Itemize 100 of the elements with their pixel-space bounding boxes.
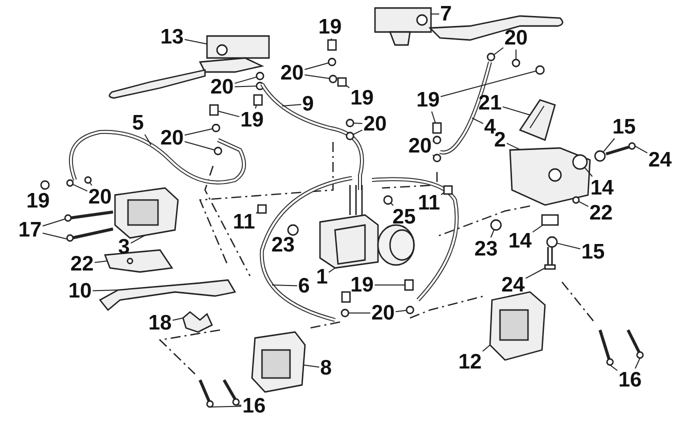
washer [486, 52, 496, 62]
leader-line [184, 141, 216, 150]
callout-number: 19 [416, 90, 440, 110]
callout-number: 15 [581, 242, 605, 262]
bracket-drawing [518, 99, 556, 141]
callout-number: 14 [590, 178, 614, 198]
callout-number: 20 [88, 186, 112, 208]
hose-clip [443, 185, 453, 195]
leader-line [472, 118, 484, 124]
washer [66, 179, 74, 187]
callout-number: 11 [232, 212, 256, 232]
washer [328, 74, 338, 84]
leader-line [532, 224, 544, 233]
leader-line [610, 364, 618, 371]
banjo-bolt [327, 39, 337, 51]
callout-number: 21 [478, 92, 502, 114]
bolt [222, 379, 240, 406]
callout-number: 6 [298, 276, 310, 296]
leader-line [578, 200, 589, 207]
callout-number: 24 [501, 274, 525, 296]
callout-number: 24 [648, 150, 672, 170]
master-cylinder-drawing [374, 7, 564, 46]
callout-number: 19 [350, 274, 374, 296]
leader-line [352, 130, 363, 135]
washer [212, 124, 220, 132]
washer [546, 236, 558, 248]
brake-caliper-drawing [489, 291, 546, 361]
callout-number: 22 [589, 202, 613, 224]
banjo-bolt [404, 279, 414, 291]
leader-line [218, 110, 240, 118]
callout-number: 20 [210, 76, 234, 98]
leader-line [634, 146, 648, 154]
leader-line [431, 111, 436, 124]
callout-number: 20 [280, 62, 304, 84]
callout-number: 16 [242, 396, 266, 416]
leader-line [92, 290, 118, 292]
leader-line [348, 312, 371, 314]
callout-number: 15 [612, 116, 636, 138]
callout-number: 5 [132, 112, 144, 134]
leader-line [482, 344, 490, 352]
bolt [626, 329, 644, 359]
callout-number: 20 [408, 136, 432, 156]
nut [490, 219, 502, 231]
callout-number: 13 [160, 26, 184, 48]
washer [406, 306, 414, 314]
leader-line [506, 142, 520, 150]
leader-line [353, 122, 363, 124]
leader-line [144, 134, 152, 146]
callout-number: 18 [148, 312, 172, 334]
leader-line [94, 260, 108, 263]
bolt [606, 142, 636, 156]
leader-line [390, 202, 394, 206]
washer [432, 136, 442, 144]
callout-number: 7 [440, 4, 452, 24]
brake-hose [260, 176, 352, 322]
nut [337, 77, 347, 87]
callout-number: 12 [458, 352, 482, 372]
leader-line [328, 268, 336, 273]
callout-number: 22 [70, 254, 94, 274]
hose-clip [257, 204, 267, 214]
callout-number: 20 [363, 114, 387, 134]
leader-line [440, 70, 537, 98]
leader-line [525, 268, 546, 279]
leader-line [254, 104, 257, 109]
callout-number: 9 [302, 94, 314, 114]
leader-line [493, 47, 504, 56]
callout-number: 23 [271, 234, 295, 256]
bolt [198, 379, 214, 408]
leader-line [634, 358, 640, 369]
bolt [544, 246, 556, 270]
washer [432, 154, 442, 162]
leader-line [374, 284, 406, 286]
callout-number: 11 [418, 192, 440, 214]
leader-line [304, 74, 330, 79]
leader-line [42, 232, 68, 240]
leader-line [272, 284, 298, 286]
banjo-bolt [209, 104, 219, 116]
callout-number: 2 [494, 130, 506, 150]
leader-line [440, 192, 444, 196]
brake-hose [69, 130, 246, 184]
leader-line [172, 318, 184, 321]
callout-number: 19 [26, 190, 50, 212]
callout-number: 19 [350, 88, 374, 108]
leader-line [210, 406, 242, 408]
bolt [572, 196, 580, 204]
bolt [66, 228, 114, 242]
callout-number: 3 [118, 236, 130, 258]
leader-line [346, 84, 350, 88]
leader-line [395, 310, 407, 312]
leader-line [130, 234, 146, 244]
washer [512, 58, 520, 68]
leader-line [42, 218, 66, 226]
leader-line [234, 76, 258, 84]
callout-number: 19 [240, 110, 264, 130]
callout-number: 17 [18, 220, 42, 240]
leader-line [256, 211, 258, 214]
brake-caliper-drawing [251, 331, 306, 393]
nut [535, 65, 545, 75]
callout-number: 14 [508, 230, 532, 252]
leader-line [184, 39, 208, 44]
